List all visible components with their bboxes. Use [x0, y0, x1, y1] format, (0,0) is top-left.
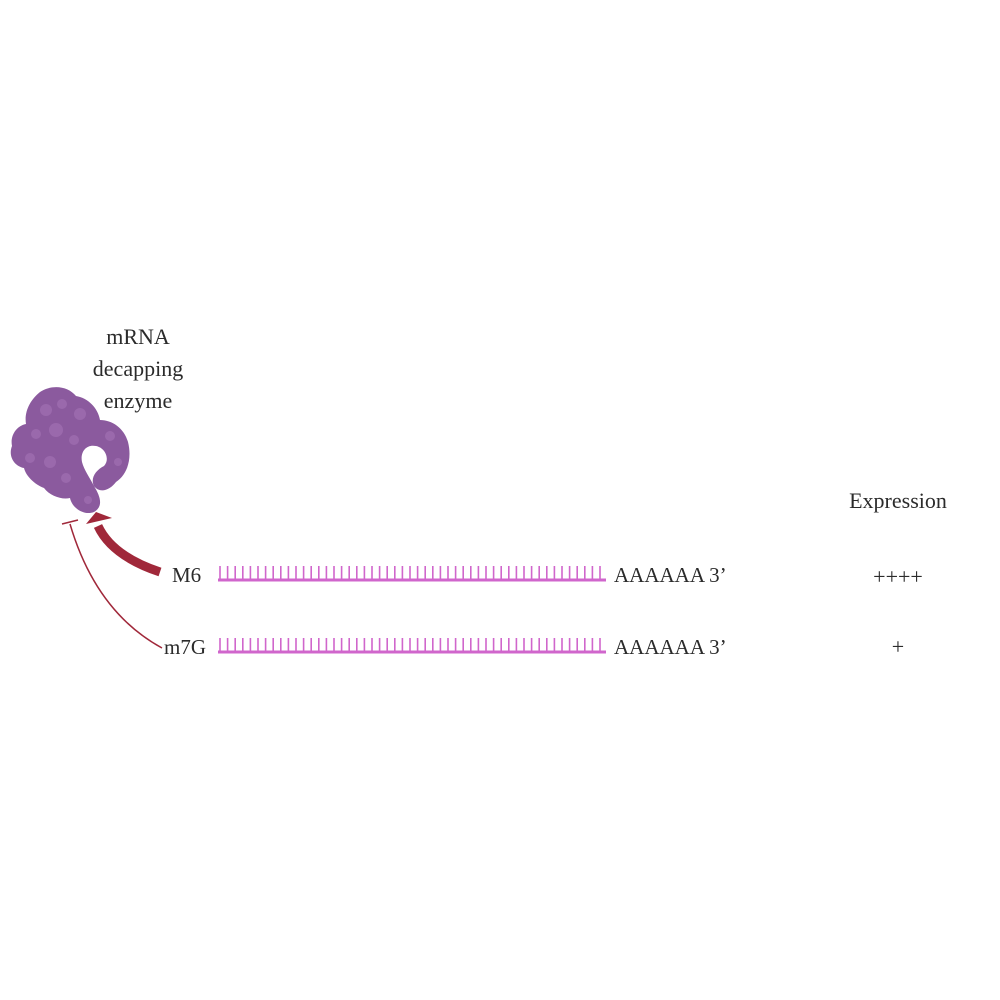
enzyme-texture	[84, 496, 92, 504]
enzyme-texture	[40, 404, 52, 416]
enzyme-texture	[31, 429, 41, 439]
enzyme-texture	[61, 473, 71, 483]
mrna-row-m7g: m7G AAAAAA 3’ +	[164, 634, 904, 659]
mrna-row-m6: M6 AAAAAA 3’ ++++	[172, 563, 923, 589]
cap-label-m7g: m7G	[164, 635, 206, 659]
strong-arrow-head	[86, 512, 112, 524]
enzyme-texture	[74, 408, 86, 420]
mrna-strand	[218, 638, 606, 654]
expression-value-m7g: +	[892, 634, 904, 659]
enzyme-texture	[105, 431, 115, 441]
cap-label-m6: M6	[172, 563, 201, 587]
polya-tail-label: AAAAAA 3’	[614, 563, 727, 587]
enzyme-texture	[114, 458, 122, 466]
mrna-strand	[218, 566, 606, 582]
enzyme-texture	[49, 423, 63, 437]
activation-arrows	[61, 512, 163, 649]
enzyme-label-line-3: enzyme	[104, 388, 172, 413]
enzyme-texture	[25, 453, 35, 463]
enzyme-label-line-1: mRNA	[106, 324, 170, 349]
polya-tail-label: AAAAAA 3’	[614, 635, 727, 659]
decapping-enzyme-icon	[10, 387, 130, 514]
weak-inhibition-line	[69, 523, 163, 649]
expression-value-m6: ++++	[873, 564, 923, 589]
enzyme-texture	[57, 399, 67, 409]
enzyme-body	[10, 387, 130, 514]
expression-header: Expression	[849, 488, 947, 513]
enzyme-label-line-2: decapping	[93, 356, 183, 381]
weak-inhibition-bar	[61, 519, 79, 525]
enzyme-texture	[44, 456, 56, 468]
strong-activation-arrow	[93, 523, 162, 577]
enzyme-texture	[69, 435, 79, 445]
